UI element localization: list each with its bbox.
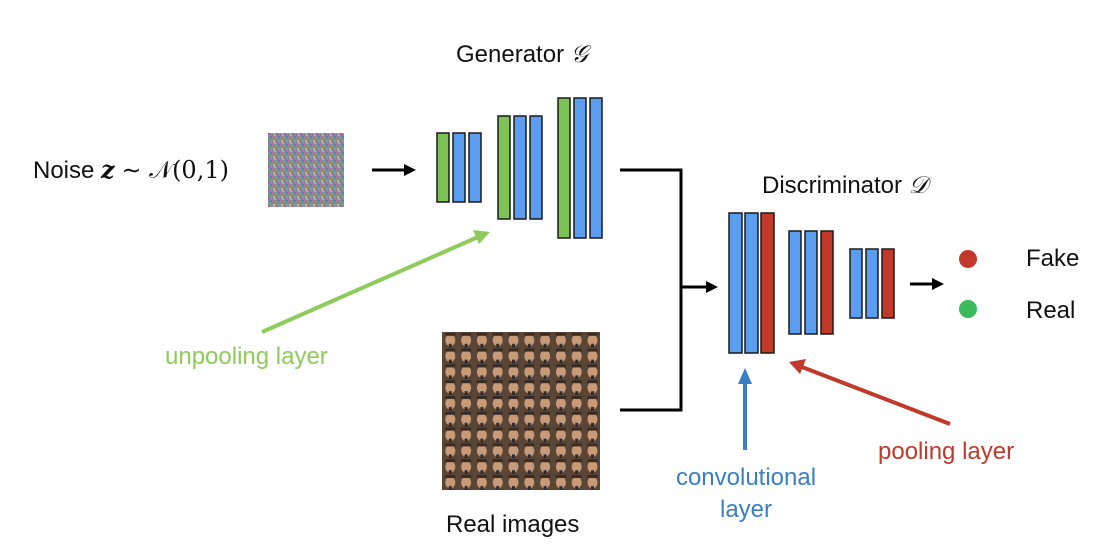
convolutional-layer-label: convolutional layer (660, 462, 832, 526)
generator-unpool-layer-2 (497, 115, 511, 220)
discriminator-conv-layer-2a (788, 230, 802, 335)
generator-conv-layer-3b (589, 97, 603, 239)
generator-title: Generator 𝒢 (456, 42, 588, 67)
discriminator-pool-layer-3 (881, 248, 895, 319)
discriminator-pool-layer-2 (820, 230, 834, 335)
generator-network (436, 97, 603, 239)
generator-to-discriminator-line (620, 168, 683, 287)
noise-distribution: ∼ 𝒩(0,1) (121, 156, 229, 184)
pooling-pointer-line (801, 365, 951, 426)
convolutional-pointer-head (738, 368, 752, 384)
pooling-layer-label: pooling layer (878, 438, 1015, 465)
generator-unpool-layer-1 (436, 132, 450, 203)
generator-conv-layer-2a (513, 115, 527, 220)
real-label: Real (1026, 297, 1076, 324)
generator-label: Generator (456, 41, 565, 68)
generator-conv-layer-3a (573, 97, 587, 239)
output-arrowhead (932, 278, 944, 290)
real-to-discriminator-line (620, 287, 683, 412)
merge-arrowhead (706, 281, 718, 293)
discriminator-conv-layer-1b (744, 212, 759, 354)
noise-variable: z (101, 155, 115, 184)
discriminator-pool-layer-1 (760, 212, 775, 354)
discriminator-title: Discriminator 𝒟 (762, 173, 928, 198)
pooling-pointer-head (789, 359, 806, 374)
discriminator-label: Discriminator (762, 172, 903, 199)
fake-label: Fake (1026, 245, 1080, 272)
fake-dot (959, 250, 977, 268)
unpooling-pointer-line (261, 235, 479, 334)
discriminator-conv-layer-2b (804, 230, 818, 335)
discriminator-conv-layer-1a (728, 212, 743, 354)
discriminator-symbol: 𝒟 (908, 171, 928, 199)
real-images-label: Real images (446, 511, 580, 538)
generator-unpool-layer-3 (557, 97, 571, 239)
generator-symbol: 𝒢 (570, 40, 588, 68)
real-dot (959, 300, 977, 318)
unpooling-layer-label: unpooling layer (165, 343, 328, 370)
generator-conv-layer-1a (452, 132, 466, 203)
generator-conv-layer-1b (468, 132, 482, 203)
noise-prefix: Noise (33, 157, 95, 184)
noise-image (268, 133, 344, 207)
unpooling-pointer-head (473, 230, 490, 244)
generator-conv-layer-2b (529, 115, 543, 220)
noise-arrowhead (404, 164, 416, 176)
convolutional-label-line2: layer (719, 496, 773, 523)
noise-label: Noise z ∼ 𝒩(0,1) (33, 158, 229, 183)
discriminator-conv-layer-3a (849, 248, 863, 319)
discriminator-network (728, 212, 895, 354)
convolutional-label-line1: convolutional (675, 464, 817, 491)
real-images-grid (442, 332, 600, 490)
discriminator-conv-layer-3b (865, 248, 879, 319)
